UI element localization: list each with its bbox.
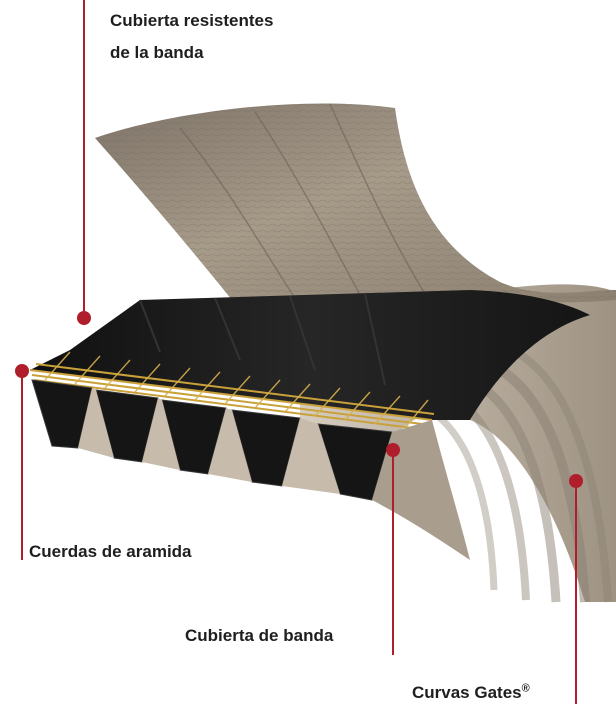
red-dot-icon [15, 364, 29, 378]
aramid-cords [29, 363, 435, 431]
marker-dots [15, 311, 583, 488]
rubber-top-surface [30, 290, 590, 420]
registered-mark: ® [521, 682, 530, 695]
label-band-cover: Cubierta de banda [185, 626, 334, 645]
label-cover-line2: de la banda [110, 43, 204, 62]
leader-lines [21, 0, 577, 704]
aramid-cord-ends [44, 351, 429, 429]
label-gates-curves: Curvas Gates® [412, 681, 530, 705]
red-dot-icon [386, 443, 400, 457]
fabric-cover-sheet [95, 103, 616, 310]
red-dot-icon [569, 474, 583, 488]
label-gates-curves-text: Curvas Gates [412, 683, 522, 702]
v-rib-fabric-gaps [78, 388, 340, 494]
label-aramid-cords: Cuerdas de aramida [29, 542, 192, 561]
label-cover-line1: Cubierta resistentes [110, 11, 274, 30]
red-dot-icon [77, 311, 91, 325]
